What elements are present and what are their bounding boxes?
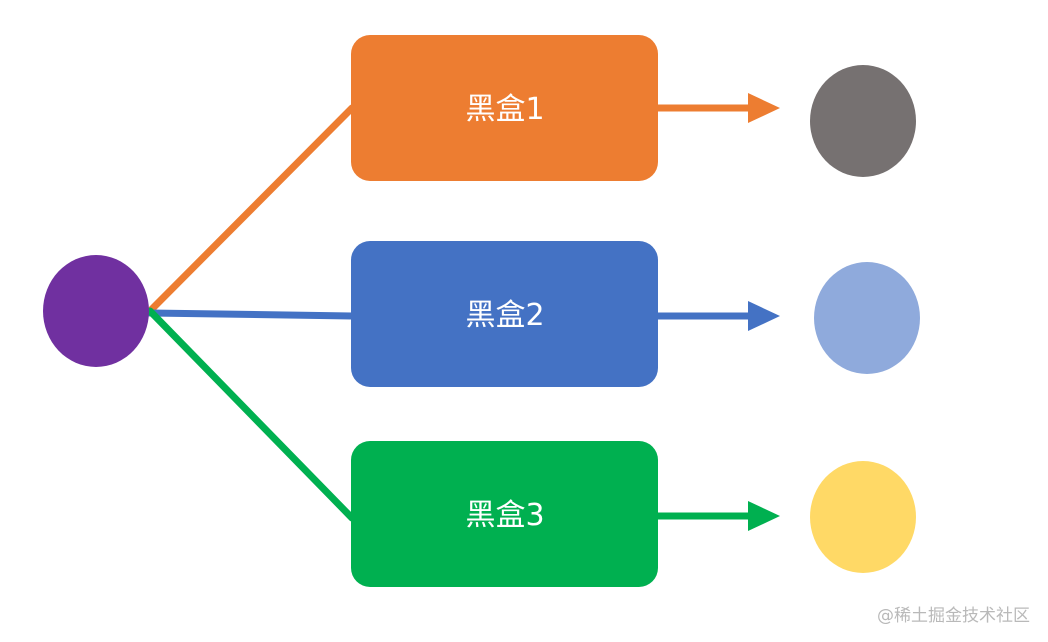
black-box-1-label: 黑盒1: [465, 92, 544, 127]
black-box-3: 黑盒3: [351, 441, 658, 587]
output-arrow-2: [658, 301, 780, 331]
output-arrow-2-head: [748, 301, 780, 331]
output-arrow-3: [658, 501, 780, 531]
black-box-1-rect: [351, 35, 658, 181]
black-box-1: 黑盒1: [351, 35, 658, 181]
output-arrow-3-head: [748, 501, 780, 531]
black-box-2: 黑盒2: [351, 241, 658, 387]
source-node: [43, 255, 149, 367]
output-node-3: [810, 461, 916, 573]
connector-line-2: [146, 309, 356, 320]
watermark: @稀土掘金技术社区: [877, 606, 1030, 626]
connector-line-1: [146, 104, 356, 315]
black-box-2-label: 黑盒2: [465, 298, 544, 333]
output-node-2: [814, 262, 920, 374]
black-box-3-label: 黑盒3: [465, 498, 544, 533]
output-arrow-1-head: [748, 93, 780, 123]
output-node-1: [810, 65, 916, 177]
black-box-3-rect: [351, 441, 658, 587]
output-arrow-1: [658, 93, 780, 123]
black-box-2-rect: [351, 241, 658, 387]
connector-line-3: [146, 307, 356, 522]
